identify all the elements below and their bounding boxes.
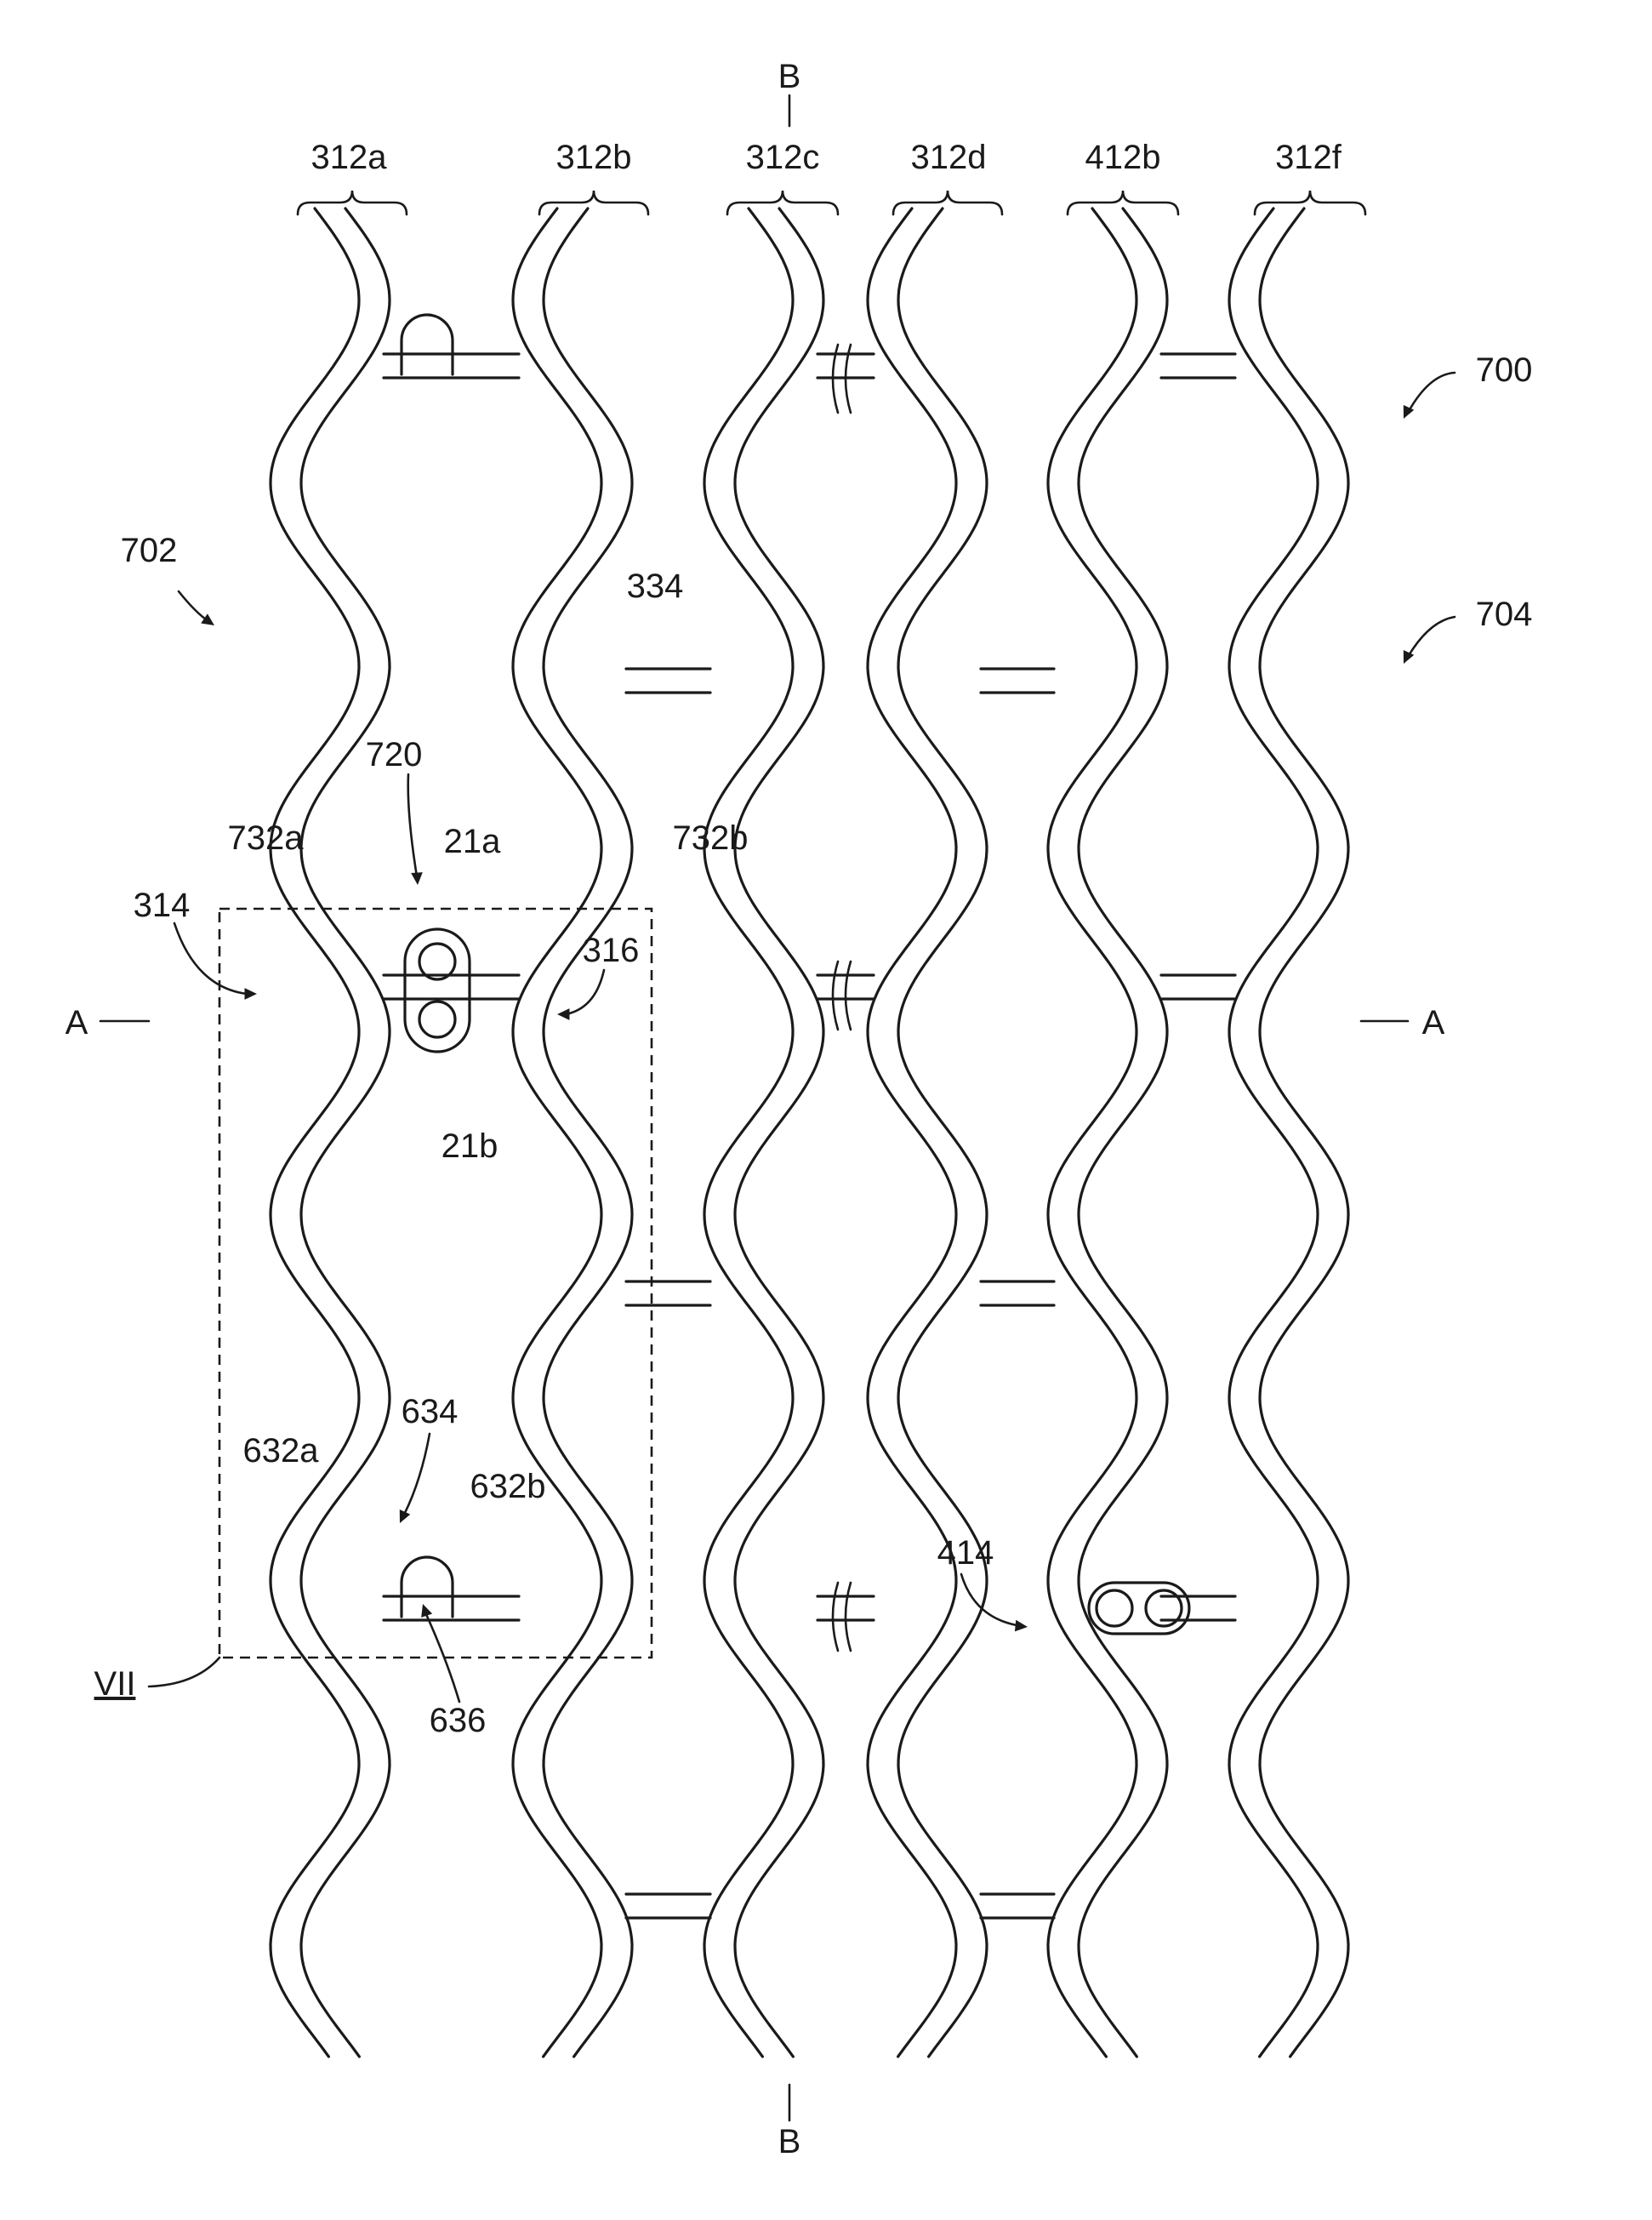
column-label-312f: 312f — [1275, 139, 1342, 176]
column-label-312b: 312b — [556, 139, 632, 176]
connector-links — [384, 354, 1235, 1918]
arrow-414-arrowhead — [1015, 1620, 1028, 1632]
ref-414: 414 — [937, 1534, 994, 1572]
hook-634 — [402, 1557, 453, 1617]
marker-circle-2 — [1097, 1590, 1132, 1626]
arrow-634-leader — [404, 1434, 430, 1515]
strut-line-left-0 — [271, 208, 359, 2057]
column-label-312d: 312d — [911, 139, 987, 176]
strut-line-left-3 — [868, 208, 956, 2057]
break-mark-2 — [833, 1583, 851, 1651]
arrow-316-leader — [566, 970, 604, 1014]
arrow-314-leader — [174, 923, 247, 994]
column-label-312c: 312c — [746, 139, 820, 176]
strut-line-right-0 — [301, 208, 390, 2057]
arrow-314-arrowhead — [245, 988, 257, 1000]
arrow-700-arrowhead — [1404, 405, 1414, 419]
strut-line-right-3 — [898, 208, 987, 2057]
arrow-316-arrowhead — [557, 1008, 569, 1020]
detail-box-vii — [219, 909, 652, 1658]
section-a-right: A — [1422, 1004, 1445, 1042]
strut-line-left-5 — [1229, 208, 1318, 2057]
arrow-720-arrowhead — [411, 872, 423, 885]
ref-632a: 632a — [243, 1432, 320, 1470]
marker-circle-1 — [419, 1002, 455, 1037]
strut-line-left-2 — [704, 208, 793, 2057]
arrow-702-leader — [179, 591, 208, 621]
detail-leader-vii — [149, 1658, 219, 1686]
column-brace-0 — [298, 191, 407, 214]
ref-334: 334 — [627, 568, 684, 605]
section-a-left: A — [66, 1004, 88, 1042]
strut-columns — [271, 208, 1348, 2057]
arrow-704-leader — [1408, 617, 1455, 657]
ref-detail-vii: VII — [94, 1665, 136, 1703]
ref-732b: 732b — [673, 819, 749, 857]
arrow-704-arrowhead — [1404, 650, 1414, 664]
section-b-top: B — [778, 58, 801, 95]
ref-21a: 21a — [444, 823, 501, 860]
annotation-marks — [100, 95, 1455, 2120]
strut-line-right-5 — [1260, 208, 1348, 2057]
strut-line-left-4 — [1048, 208, 1136, 2057]
ref-632b: 632b — [470, 1468, 546, 1505]
column-brace-4 — [1068, 191, 1178, 214]
ref-700: 700 — [1476, 351, 1533, 389]
marker-housing-414 — [1089, 1583, 1189, 1634]
strut-line-right-2 — [735, 208, 823, 2057]
ref-636: 636 — [430, 1702, 487, 1739]
marker-housing-720 — [405, 929, 470, 1052]
ref-732a: 732a — [228, 819, 305, 857]
arrow-700-leader — [1408, 373, 1455, 413]
arrow-720-leader — [408, 774, 417, 876]
strut-line-right-1 — [544, 208, 632, 2057]
strut-line-left-1 — [513, 208, 601, 2057]
ref-21b: 21b — [441, 1127, 498, 1165]
ref-634: 634 — [402, 1393, 459, 1430]
section-b-bottom: B — [778, 2123, 801, 2160]
column-label-312a: 312a — [311, 139, 388, 176]
ref-704: 704 — [1476, 596, 1533, 633]
ref-702: 702 — [121, 532, 178, 569]
ref-720: 720 — [366, 736, 423, 773]
arrow-636-arrowhead — [421, 1604, 432, 1618]
ref-316: 316 — [583, 932, 640, 969]
ref-314: 314 — [134, 887, 191, 924]
strut-line-right-4 — [1079, 208, 1167, 2057]
column-label-412b: 412b — [1085, 139, 1161, 176]
arrow-414-leader — [961, 1574, 1017, 1625]
break-mark-1 — [833, 962, 851, 1030]
arrow-702-arrowhead — [201, 613, 214, 625]
hook-top — [402, 315, 453, 374]
